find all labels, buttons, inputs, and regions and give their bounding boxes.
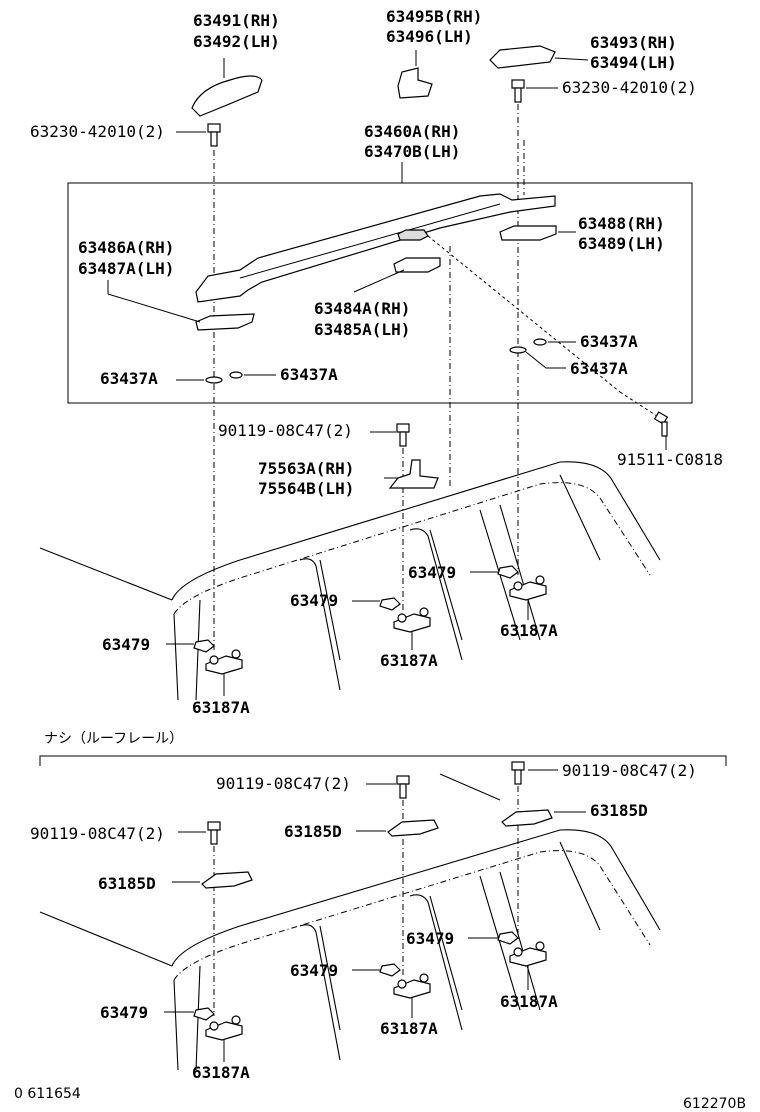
cover-63495b [397,67,433,99]
clip2-63479-mid [379,963,401,977]
label-63437a-4: 63437A [570,359,628,378]
end-cover-front [191,75,263,117]
guide-91511-b [619,391,661,419]
section-with-roof-rail: 63491(RH) 63492(LH) 63495B(RH) 63496(LH)… [30,7,723,717]
label-63494: 63494(LH) [590,53,677,72]
label-63479-3: 63479 [102,635,150,654]
footer-right-code: 612270B [683,1096,746,1112]
label-63485a: 63485A(LH) [314,320,410,339]
bracket-63187a-mid [393,607,431,633]
guide-91511 [427,235,621,393]
label2-63187a-3: 63187A [192,1063,250,1082]
bracket2-63187a-mid [393,973,431,999]
label-63187a-3: 63187A [192,698,250,717]
label-75563a: 75563A(RH) [258,459,354,478]
label-63492: 63492(LH) [193,32,280,51]
label-63495b: 63495B(RH) [386,7,482,26]
label-63496: 63496(LH) [386,27,473,46]
label2-63479-2: 63479 [290,961,338,980]
label2-63479-1: 63479 [406,929,454,948]
bolt-90119-a [396,775,410,799]
label-63230-right: 63230-42010(2) [562,78,697,97]
bracket-63187a-right [509,575,547,601]
bracket-63187a-left [205,649,243,675]
washer-63437a-3 [509,346,527,354]
roof-rail [195,193,556,303]
clip-63479-mid [379,597,401,611]
label-63488: 63488(RH) [578,214,665,233]
label-63486a: 63486A(RH) [78,238,174,257]
bolt-90119-b [511,761,525,785]
label-63187a-1: 63187A [500,621,558,640]
bolt-90119 [396,423,410,447]
label-63187a-2: 63187A [380,651,438,670]
label-63479-2: 63479 [290,591,338,610]
clip-63479-right [497,565,519,579]
bracket-63185d-left [201,871,253,889]
label-91511: 91511-C0818 [617,450,723,469]
section2-bracket [39,755,727,766]
label-63185d-3: 63185D [98,874,156,893]
bolt-63230-right [511,79,525,103]
bracket-63185d-right [501,809,553,827]
leader-63437a-4 [525,351,566,369]
rail-assembly-box [67,182,693,404]
roof-body-2 [39,829,661,1071]
washer-63437a-2 [229,371,243,379]
leader-63486a-b [107,293,201,323]
label-63230-left: 63230-42010(2) [30,122,165,141]
end-cover-rear [489,45,556,69]
label-63493: 63493(RH) [590,33,677,52]
label-63460a: 63460A(RH) [364,122,460,141]
label-63479-1: 63479 [408,563,456,582]
label-63437a-3: 63437A [580,332,638,351]
label-90119-b: 90119-08C47(2) [562,761,697,780]
label-90119-a: 90119-08C47(2) [216,774,351,793]
gasket-63484a [393,257,441,273]
bracket-75563a [388,459,439,489]
label-63437a-1: 63437A [100,369,158,388]
label-63185d-1: 63185D [590,801,648,820]
footer-left-code: 0 611654 [14,1086,81,1102]
label-63489: 63489(LH) [578,234,665,253]
clip-63479-left [193,639,215,653]
label-90119: 90119-08C47(2) [218,421,353,440]
label-63437a-2: 63437A [280,365,338,384]
gasket-63488 [499,225,557,241]
label-63484a: 63484A(RH) [314,299,410,318]
label-63487a: 63487A(LH) [78,259,174,278]
label-63470b: 63470B(LH) [364,142,460,161]
label-63185d-2: 63185D [284,822,342,841]
leader-63493 [554,57,589,61]
bolt-90119-c [207,821,221,845]
leader-63484a [353,269,405,293]
label-63491: 63491(RH) [193,11,280,30]
rail-mid-foot [397,229,429,241]
roof-edge-hint [439,773,501,801]
bracket2-63187a-left [205,1015,243,1041]
label2-63187a-1: 63187A [500,992,558,1011]
bolt-63230-left [207,123,221,147]
washer-63437a-4 [533,338,547,346]
bracket2-63187a-right [509,941,547,967]
label2-63479-3: 63479 [100,1003,148,1022]
gasket-63486a [195,313,255,331]
bracket-63185d-mid [387,819,439,837]
clip2-63479-left [193,1007,215,1021]
section-without-roof-rail: ナシ（ルーフレール） 90119-08C47(2) 90119-08C47(2)… [30,731,727,1082]
roof-rail-edge [239,203,501,279]
washer-63437a-1 [205,376,223,384]
label2-63187a-2: 63187A [380,1019,438,1038]
label-75564b: 75564B(LH) [258,479,354,498]
section2-heading: ナシ（ルーフレール） [44,731,183,747]
screw-91511 [653,411,669,437]
clip2-63479-right [497,931,519,945]
label-90119-c: 90119-08C47(2) [30,824,165,843]
